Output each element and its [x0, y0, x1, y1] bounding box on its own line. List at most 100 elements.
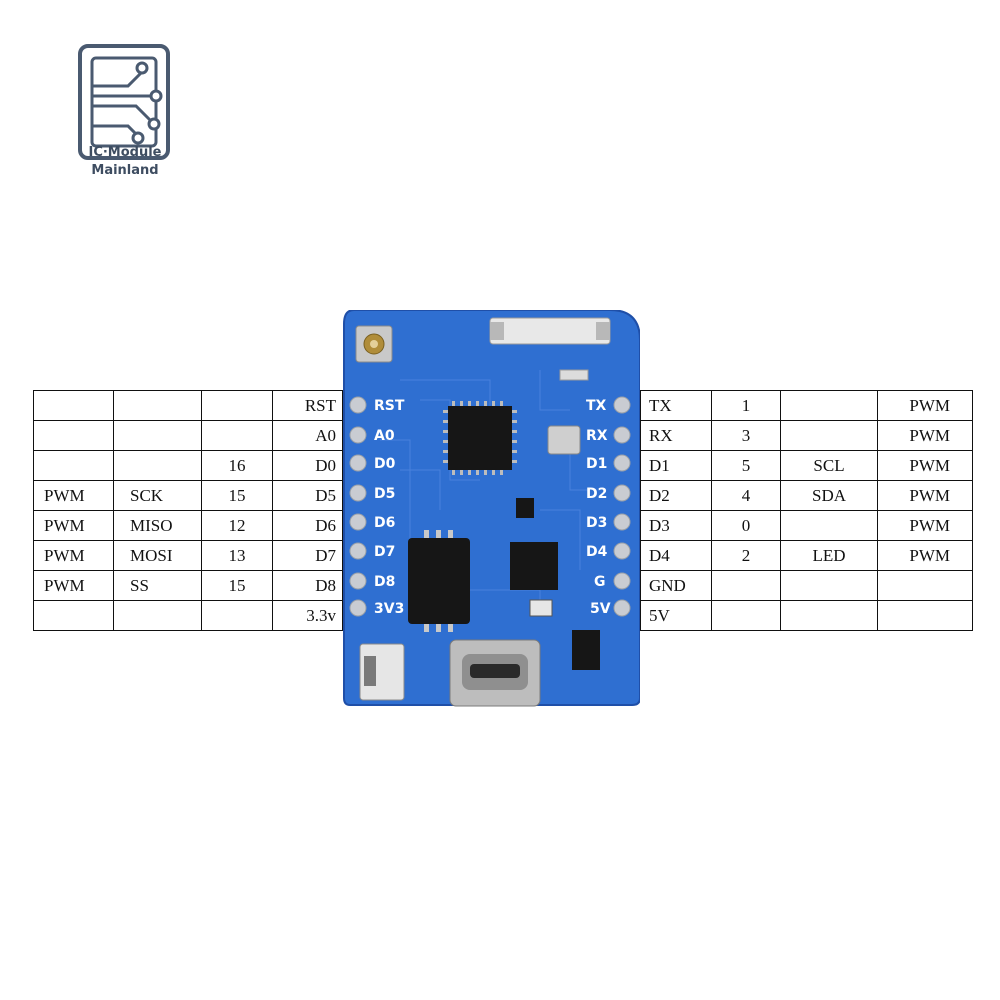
flash-chip-icon [408, 530, 470, 632]
table-cell: GND [640, 570, 712, 601]
table-cell: 0 [711, 510, 781, 541]
table-cell: A0 [272, 420, 343, 451]
table-cell: PWM [877, 480, 973, 511]
table-cell [201, 600, 273, 631]
table-cell: D1 [640, 450, 712, 481]
table-row: GND [640, 570, 973, 601]
table-cell: D2 [640, 480, 712, 511]
silk-label-right: RX [586, 428, 608, 444]
logo-text-line1: IC·Module [88, 145, 162, 160]
table-cell [711, 570, 781, 601]
antenna-switch-icon [489, 317, 611, 345]
table-cell: SS [113, 570, 202, 601]
brand-logo-icon [78, 44, 170, 160]
table-cell [113, 450, 202, 481]
left-pin-table: RST A0 16 D0 PWM SCK 15 D5 PWM MISO 12 D… [33, 390, 343, 631]
table-cell: PWM [877, 510, 973, 541]
silk-label-left: D6 [374, 515, 395, 531]
table-cell: D4 [640, 540, 712, 571]
table-cell [33, 420, 114, 451]
table-row: 16 D0 [33, 450, 343, 481]
table-cell [877, 570, 973, 601]
table-cell: MISO [113, 510, 202, 541]
table-cell [113, 390, 202, 421]
table-cell: 2 [711, 540, 781, 571]
table-cell: D3 [640, 510, 712, 541]
table-cell [201, 390, 273, 421]
table-cell [201, 420, 273, 451]
table-cell: PWM [877, 540, 973, 571]
table-cell: 13 [201, 540, 273, 571]
table-cell [780, 600, 878, 631]
table-row: D1 5 SCL PWM [640, 450, 973, 481]
table-cell: 12 [201, 510, 273, 541]
usb-serial-chip-icon [510, 542, 558, 590]
logo-text-line2: Mainland [91, 163, 159, 178]
micro-usb-port-icon [449, 639, 541, 707]
reset-button-icon [359, 643, 405, 701]
table-cell: LED [780, 540, 878, 571]
silk-label-right: D1 [586, 456, 607, 472]
silk-label-right: D4 [586, 544, 608, 560]
table-cell: D5 [272, 480, 343, 511]
crystal-icon [547, 425, 581, 455]
table-cell [33, 450, 114, 481]
table-cell: 5V [640, 600, 712, 631]
table-cell: PWM [877, 390, 973, 421]
silk-label-left: D0 [374, 456, 396, 472]
table-cell: D8 [272, 570, 343, 601]
table-row: RX 3 PWM [640, 420, 973, 451]
table-row: TX 1 PWM [640, 390, 973, 421]
table-row: D2 4 SDA PWM [640, 480, 973, 511]
table-cell: 5 [711, 450, 781, 481]
silk-label-right: D3 [586, 515, 607, 531]
table-cell [33, 600, 114, 631]
table-row: PWM MOSI 13 D7 [33, 540, 343, 571]
silk-label-left: A0 [374, 428, 395, 444]
table-cell: SCL [780, 450, 878, 481]
table-row: A0 [33, 420, 343, 451]
table-cell [113, 420, 202, 451]
table-cell: PWM [33, 570, 114, 601]
table-cell: PWM [877, 450, 973, 481]
table-cell [711, 600, 781, 631]
table-cell: SDA [780, 480, 878, 511]
table-row: PWM MISO 12 D6 [33, 510, 343, 541]
antenna-connector-icon [355, 325, 393, 363]
table-cell: SCK [113, 480, 202, 511]
table-cell: PWM [33, 480, 114, 511]
silk-label-right: TX [586, 398, 607, 414]
table-row: RST [33, 390, 343, 421]
table-row: 5V [640, 600, 973, 631]
table-cell [780, 570, 878, 601]
table-row: D4 2 LED PWM [640, 540, 973, 571]
table-cell [33, 390, 114, 421]
table-cell: MOSI [113, 540, 202, 571]
table-cell: PWM [877, 420, 973, 451]
silk-label-right: G [594, 574, 606, 590]
table-row: PWM SS 15 D8 [33, 570, 343, 601]
table-cell [780, 510, 878, 541]
table-cell: 4 [711, 480, 781, 511]
table-cell: 15 [201, 480, 273, 511]
table-cell: PWM [33, 540, 114, 571]
table-cell [113, 600, 202, 631]
silk-label-right: D2 [586, 486, 607, 502]
table-cell: 1 [711, 390, 781, 421]
silk-label-right: 5V [590, 601, 611, 617]
table-cell: D6 [272, 510, 343, 541]
table-cell: TX [640, 390, 712, 421]
table-cell: D0 [272, 450, 343, 481]
silk-label-left: D8 [374, 574, 395, 590]
table-cell: 15 [201, 570, 273, 601]
table-cell: RX [640, 420, 712, 451]
silk-label-left: 3V3 [374, 601, 404, 617]
silk-label-left: D5 [374, 486, 395, 502]
table-cell [877, 600, 973, 631]
table-row: D3 0 PWM [640, 510, 973, 541]
table-row: PWM SCK 15 D5 [33, 480, 343, 511]
pcb-board: RST A0 D0 D5 D6 D7 D8 3V3 TX RX D1 D2 D3… [343, 310, 640, 707]
table-cell: 3.3v [272, 600, 343, 631]
right-pin-table: TX 1 PWM RX 3 PWM D1 5 SCL PWM D2 4 SDA … [640, 390, 973, 631]
table-cell: D7 [272, 540, 343, 571]
